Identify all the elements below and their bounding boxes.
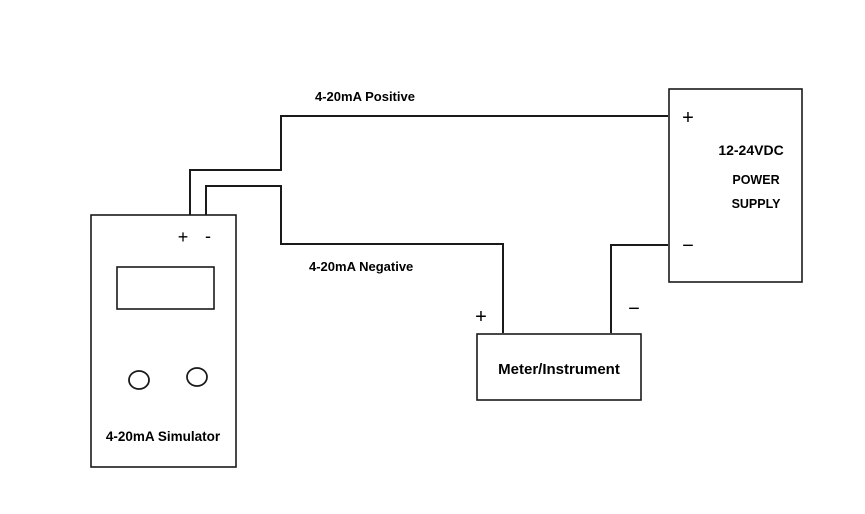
power-supply-label-line2: SUPPLY	[732, 197, 782, 211]
simulator-knob-right	[186, 367, 208, 387]
power-supply-label-line1: POWER	[732, 173, 779, 187]
power-supply-voltage: 12-24VDC	[718, 142, 783, 158]
positive-wire	[189, 115, 668, 215]
negative-wire-label: 4-20mA Negative	[309, 259, 413, 274]
simulator-display	[116, 266, 215, 310]
meter-instrument: + − Meter/Instrument	[475, 298, 642, 401]
simulator-knob-left	[128, 370, 150, 390]
power-supply-plus-terminal: +	[682, 107, 694, 129]
return-wire	[610, 244, 668, 333]
meter-minus-terminal: −	[628, 298, 640, 320]
simulator-body	[90, 214, 237, 468]
meter-plus-terminal: +	[475, 306, 487, 328]
power-supply-body	[668, 88, 803, 283]
simulator-plus-terminal: +	[178, 227, 189, 247]
negative-wire	[205, 185, 504, 333]
simulator-minus-terminal: -	[205, 226, 211, 246]
meter-body	[476, 333, 642, 401]
positive-wire-label: 4-20mA Positive	[315, 89, 415, 104]
power-supply-minus-terminal: −	[682, 235, 694, 257]
simulator-device: + - 4-20mA Simulator	[90, 214, 237, 468]
power-supply: + − 12-24VDC POWER SUPPLY	[668, 88, 803, 283]
simulator-label: 4-20mA Simulator	[106, 429, 221, 444]
meter-label: Meter/Instrument	[498, 361, 620, 378]
